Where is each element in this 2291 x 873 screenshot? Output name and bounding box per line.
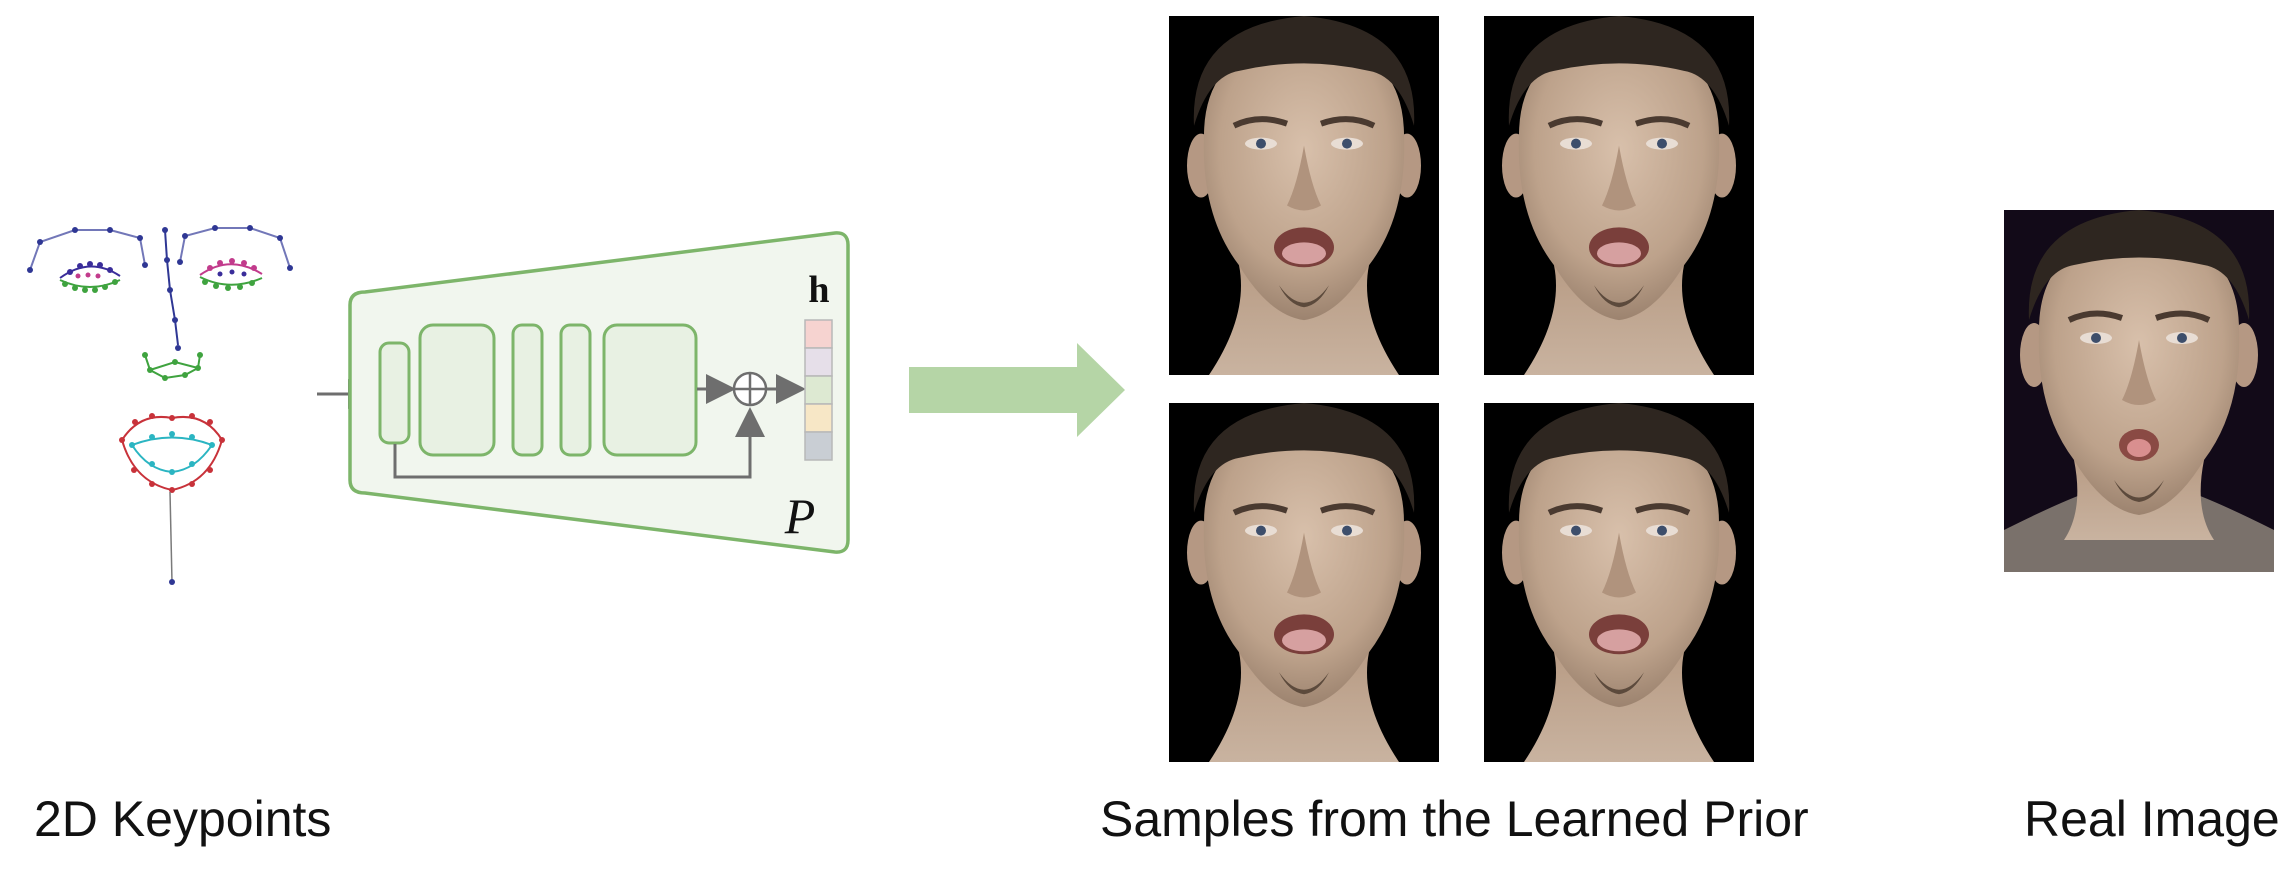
big-arrow — [909, 343, 1125, 437]
latent-cell-4 — [804, 403, 833, 433]
network-trapezoid — [348, 231, 850, 554]
sample-image-1 — [1169, 16, 1439, 375]
keypoints-mouth — [119, 413, 225, 493]
caption-samples: Samples from the Learned Prior — [1100, 791, 1809, 847]
skip-connection — [393, 407, 765, 479]
latent-label: h — [808, 269, 829, 311]
keypoints-right-brow — [179, 227, 291, 269]
caption-keypoints: 2D Keypoints — [34, 791, 332, 847]
prior-label: P — [784, 488, 816, 544]
keypoints-left-eye — [59, 261, 121, 293]
layer-block-5 — [602, 323, 698, 457]
real-image — [2004, 210, 2274, 572]
sample-image-4 — [1484, 403, 1754, 762]
caption-real-image: Real Image — [2024, 791, 2280, 847]
layer-block-1 — [378, 341, 411, 445]
samples-grid — [1169, 16, 1754, 762]
sample-image-2 — [1484, 16, 1754, 375]
keypoints-nose-base — [142, 345, 203, 381]
layer-block-3 — [511, 323, 544, 457]
keypoints-left-brow — [29, 229, 146, 271]
sum-node — [732, 371, 768, 407]
latent-cell-3 — [804, 375, 833, 405]
layer-block-4 — [559, 323, 592, 457]
latent-cell-1 — [804, 319, 833, 349]
prior-network: h P — [317, 231, 850, 554]
keypoints-chin-line — [169, 491, 173, 583]
layer-block-2 — [418, 323, 496, 457]
latent-cell-2 — [804, 347, 833, 377]
keypoints-figure — [27, 225, 293, 585]
keypoints-right-eye — [199, 258, 263, 291]
latent-vector — [804, 319, 833, 461]
sample-image-3 — [1169, 403, 1439, 762]
latent-cell-5 — [804, 431, 833, 461]
